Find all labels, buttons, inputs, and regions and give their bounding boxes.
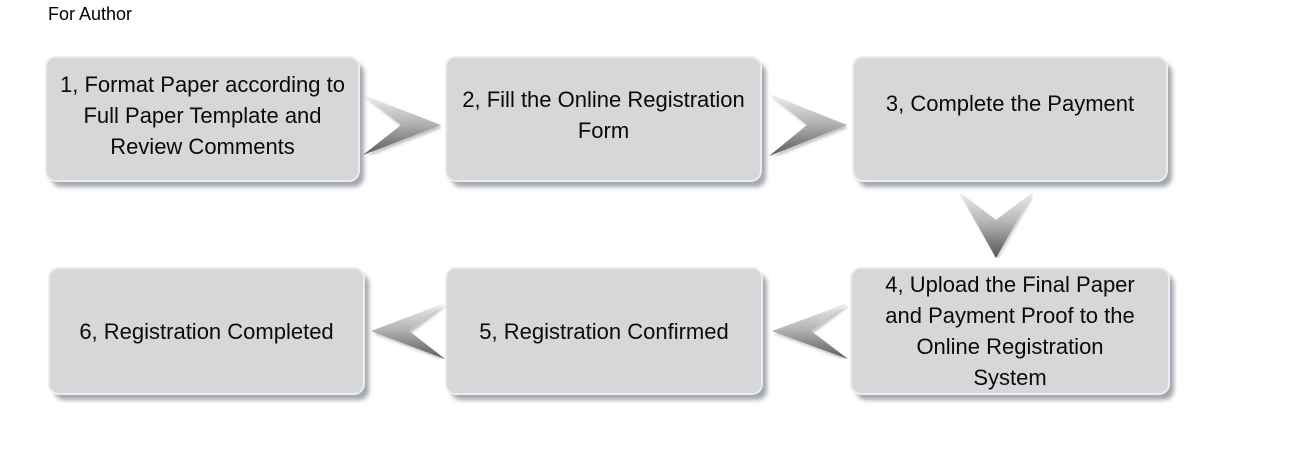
flow-step-2-box: 2, Fill the Online Registration Form bbox=[445, 56, 762, 182]
flow-step-5-label: 5, Registration Confirmed bbox=[479, 318, 729, 344]
flow-step-1-box: 1, Format Paper according to Full Paper … bbox=[45, 56, 360, 182]
flow-step-6-label: 6, Registration Completed bbox=[79, 318, 334, 344]
arrow-left-icon bbox=[371, 303, 445, 359]
flow-step-3-box: 3, Complete the Payment bbox=[852, 56, 1168, 182]
arrow-down-icon bbox=[959, 192, 1033, 258]
page-title: For Author bbox=[48, 4, 133, 24]
flow-step-1-label: 1, Format Paper according to Full Paper … bbox=[60, 71, 345, 159]
flow-step-4-label: 4, Upload the Final Paper and Payment Pr… bbox=[885, 272, 1135, 390]
arrow-right-icon bbox=[363, 95, 441, 155]
flow-step-2-label: 2, Fill the Online Registration Form bbox=[462, 87, 745, 143]
flow-step-4-box: 4, Upload the Final Paper and Payment Pr… bbox=[850, 267, 1170, 395]
flow-step-3-label: 3, Complete the Payment bbox=[885, 90, 1135, 116]
flow-step-5-box: 5, Registration Confirmed bbox=[445, 267, 763, 395]
arrow-right-icon bbox=[769, 94, 847, 156]
arrow-left-icon bbox=[772, 303, 848, 359]
flow-step-6-box: 6, Registration Completed bbox=[48, 267, 365, 395]
